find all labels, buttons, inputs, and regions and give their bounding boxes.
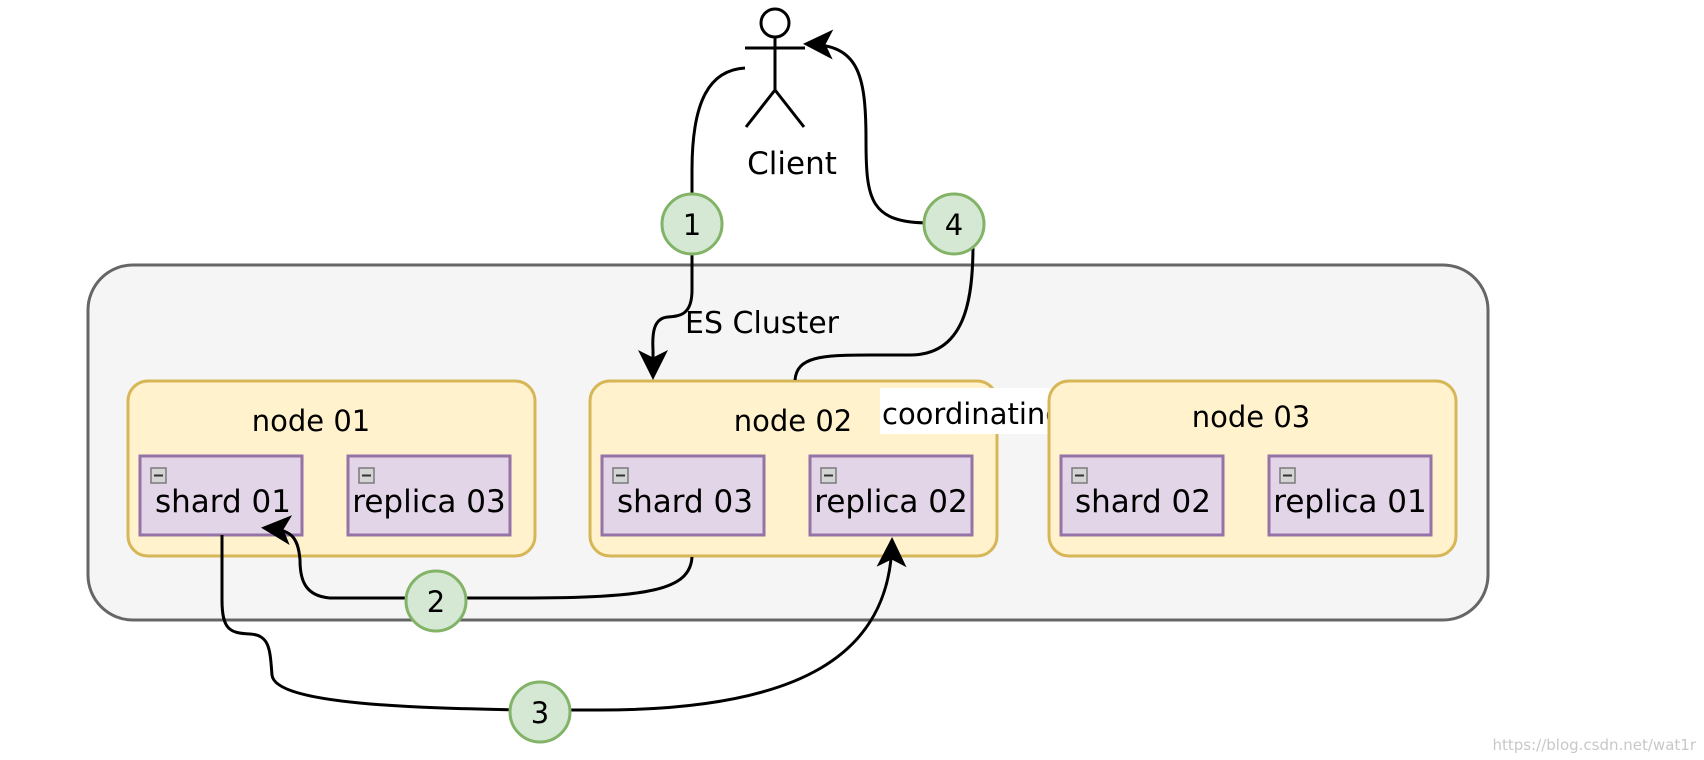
query-arrow-3: [220, 535, 907, 712]
client-label: Client: [747, 146, 837, 182]
shard-label: replica 03: [352, 484, 505, 520]
step-number: 2: [427, 585, 445, 619]
step-number: 3: [531, 696, 549, 730]
step-3-badge: 3: [508, 680, 572, 744]
query-arrow-2: [261, 515, 694, 600]
step-number: 4: [945, 208, 963, 242]
node-01: node 01 shard 01 replica 03: [126, 379, 537, 558]
shard-label: shard 01: [155, 484, 291, 520]
collapse-icon[interactable]: [820, 467, 837, 484]
shard-label: replica 01: [1273, 484, 1426, 520]
watermark: https://blog.csdn.net/wat1r: [1492, 736, 1696, 754]
collapse-icon[interactable]: [358, 467, 375, 484]
step-4-badge: 4: [922, 192, 986, 256]
coordinating-badge: coordinating: [880, 388, 1074, 434]
node-03: node 03 shard 02 replica 01: [1047, 379, 1458, 558]
collapse-icon[interactable]: [150, 467, 167, 484]
request-arrow-1: [638, 66, 746, 380]
step-1-badge: 1: [660, 192, 724, 256]
shard-01-box: shard 01: [138, 454, 304, 537]
step-2-badge: 2: [404, 569, 468, 633]
replica-03-box: replica 03: [346, 454, 512, 537]
replica-01-box: replica 01: [1267, 454, 1433, 537]
shard-03-box: shard 03: [600, 454, 766, 537]
collapse-icon[interactable]: [1279, 467, 1296, 484]
collapse-icon[interactable]: [1071, 467, 1088, 484]
node-01-label: node 01: [252, 404, 371, 438]
node-03-label: node 03: [1192, 400, 1311, 434]
shard-02-box: shard 02: [1059, 454, 1225, 537]
shard-label: shard 02: [1075, 484, 1211, 520]
shard-label: replica 02: [814, 484, 967, 520]
collapse-icon[interactable]: [612, 467, 629, 484]
shard-label: shard 03: [617, 484, 753, 520]
coordinating-label: coordinating: [882, 397, 1064, 431]
node-02-label: node 02: [734, 404, 853, 438]
client-actor-icon: [744, 7, 806, 128]
replica-02-box: replica 02: [808, 454, 974, 537]
cluster-label: ES Cluster: [685, 306, 840, 341]
step-number: 1: [683, 208, 701, 242]
